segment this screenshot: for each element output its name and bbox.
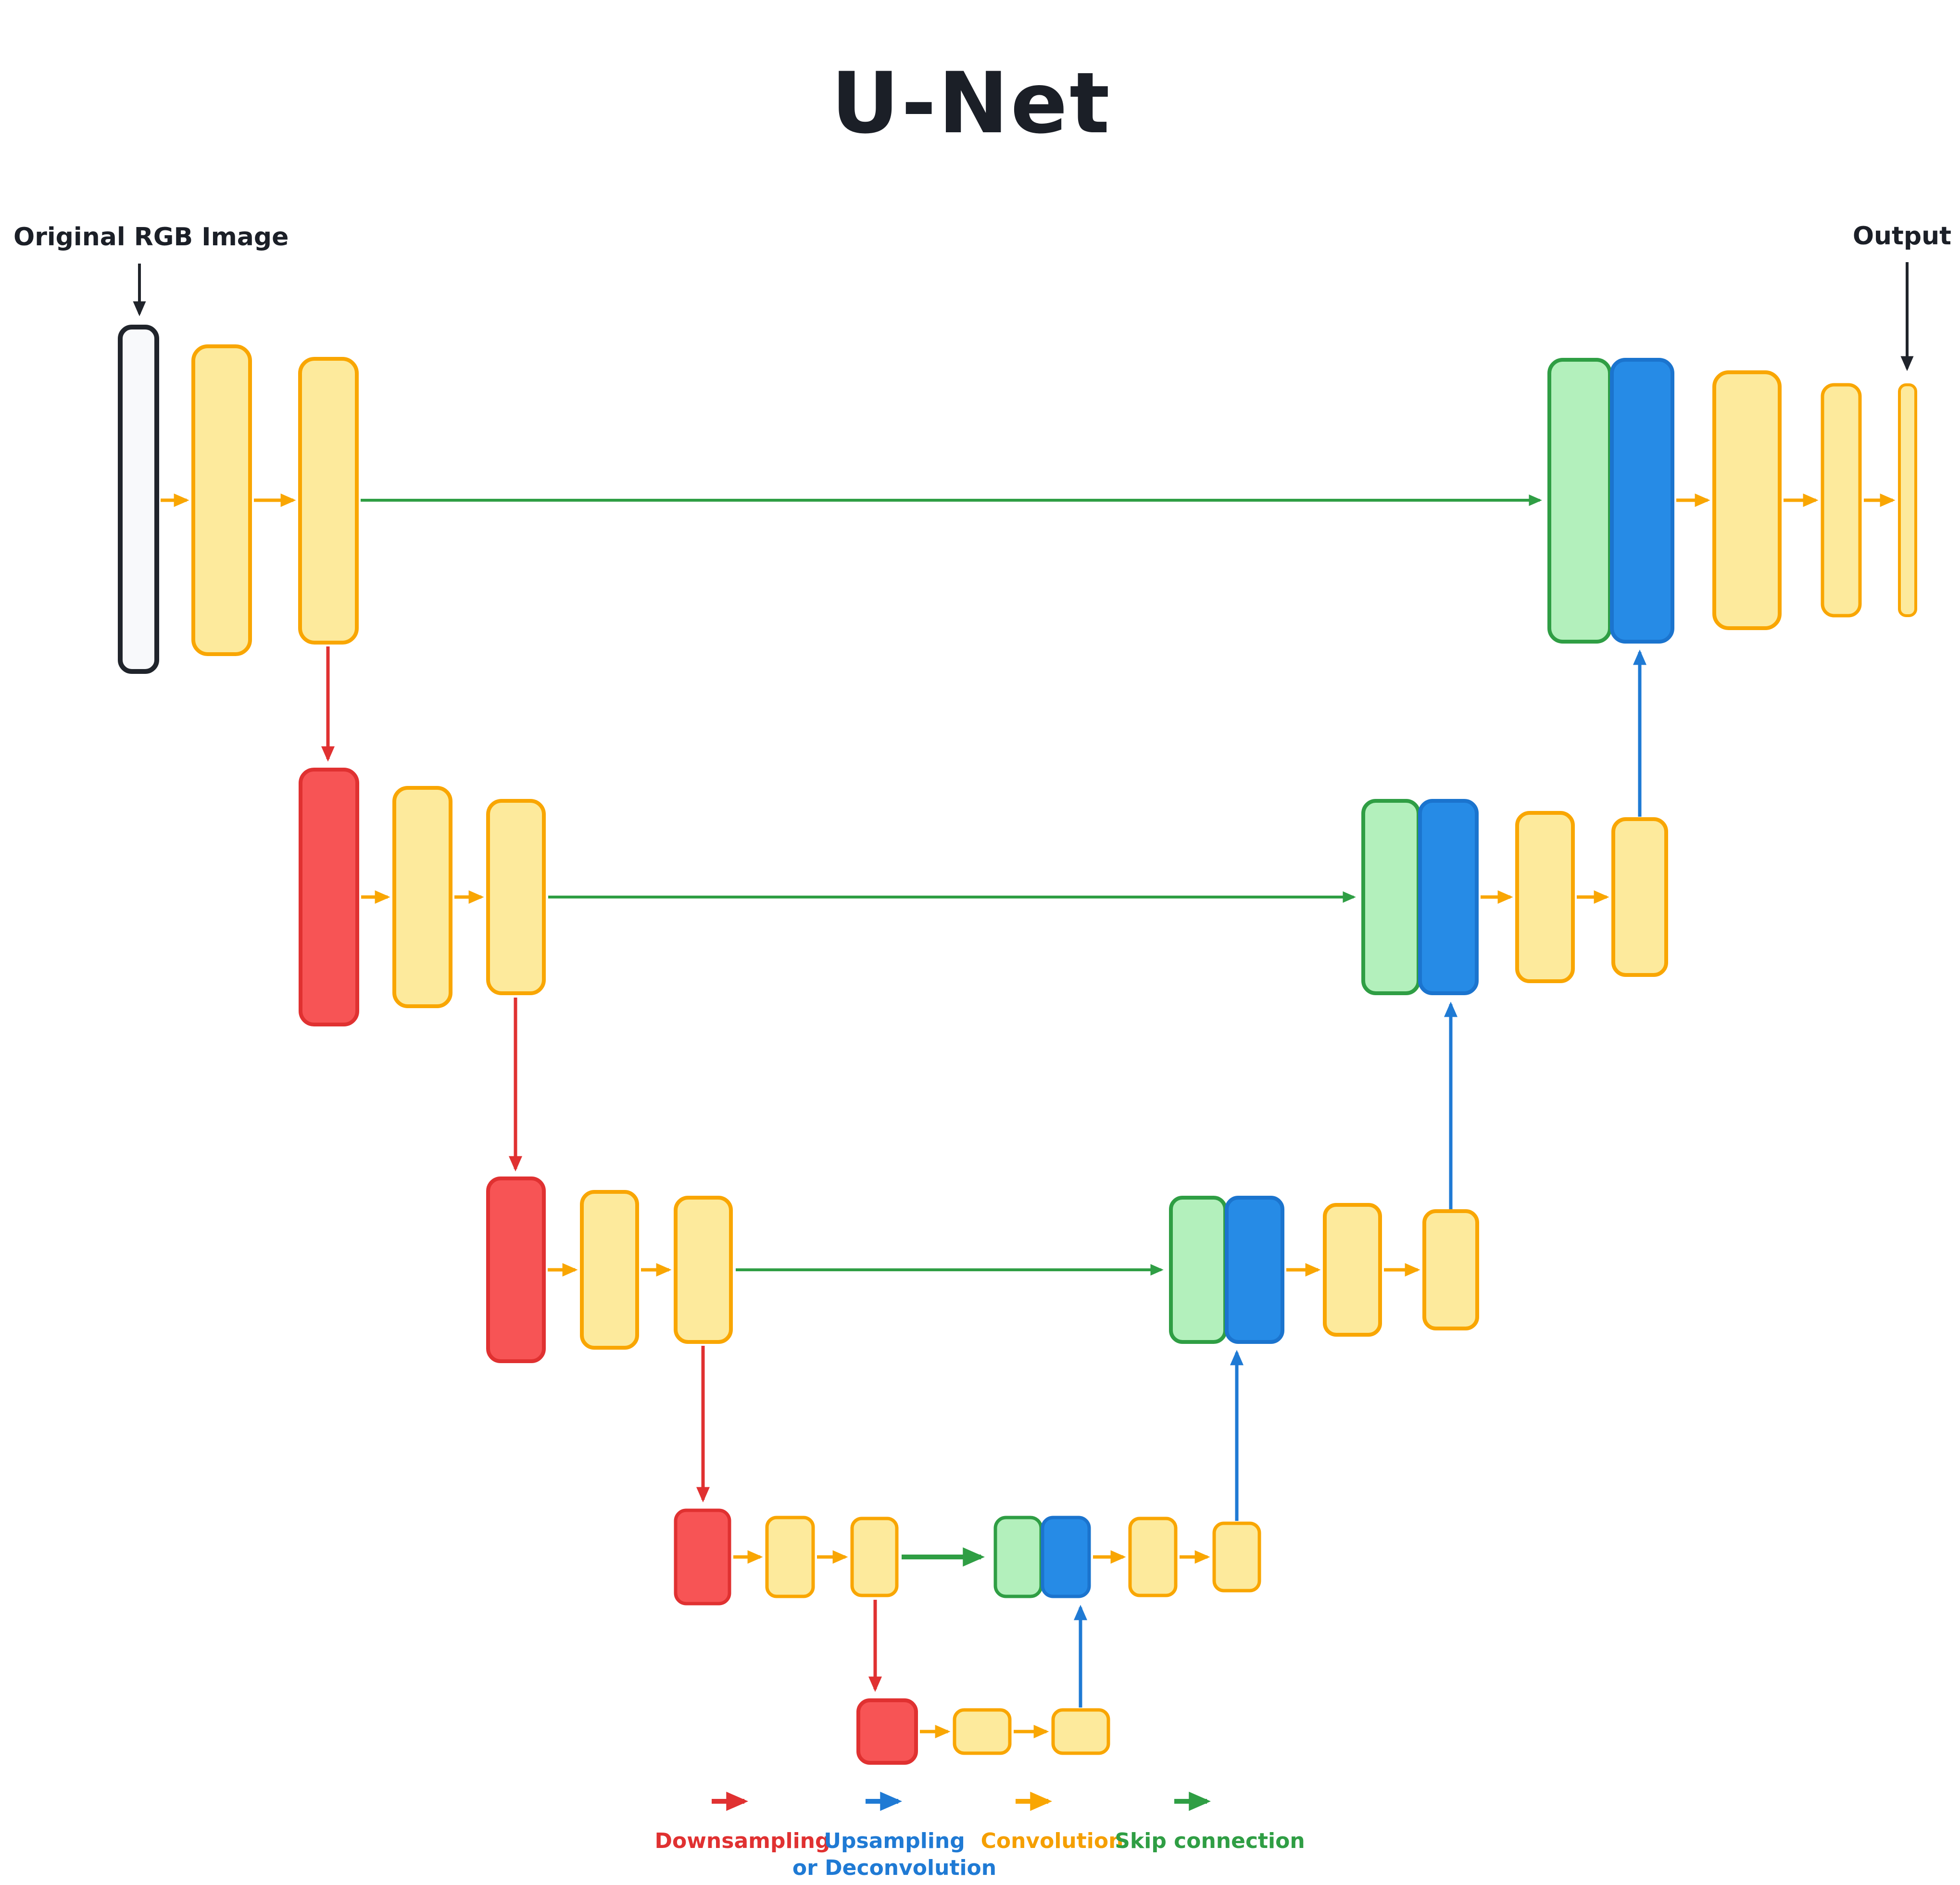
dec4-upsample-block: [1041, 1516, 1091, 1598]
dec4-skip-concat-block: [993, 1516, 1043, 1598]
dec3-conv-block-1: [1323, 1203, 1382, 1337]
dec4-conv-block-2: [1212, 1521, 1261, 1593]
enc4-conv-block-1: [765, 1516, 815, 1598]
dec1-skip-concat-block: [1547, 358, 1612, 644]
level-1: [118, 325, 1917, 674]
enc2-conv-block-1: [392, 786, 452, 1008]
enc3-conv-block-2: [674, 1196, 733, 1344]
dec3-skip-concat-block: [1169, 1196, 1227, 1344]
dec3-conv-block-2: [1422, 1209, 1479, 1330]
dec2-conv-block-2: [1611, 817, 1668, 977]
enc4-conv-block-2: [850, 1517, 899, 1597]
dec3-upsample-block: [1225, 1196, 1284, 1344]
legend: Downsampling Upsampling or Deconvolution…: [655, 1792, 1305, 1880]
output-label: Output: [1853, 222, 1951, 251]
level-2: [299, 768, 1668, 1026]
enc3-downsample-block: [486, 1177, 546, 1363]
legend-upsampling-label-line2: or Deconvolution: [792, 1856, 996, 1880]
output-block: [1898, 383, 1917, 617]
legend-downsampling-label: Downsampling: [655, 1829, 830, 1853]
enc3-conv-block-1: [580, 1190, 639, 1350]
bottleneck-conv-block-1: [953, 1708, 1012, 1755]
enc2-conv-block-2: [486, 799, 546, 995]
bottleneck-conv-block-2: [1051, 1708, 1110, 1755]
dec2-conv-block-1: [1515, 811, 1575, 983]
legend-skip-connection-label: Skip connection: [1115, 1829, 1305, 1853]
enc2-downsample-block: [299, 768, 359, 1026]
dec1-conv-block-2: [1821, 383, 1862, 618]
enc1-conv-block-2: [298, 357, 359, 645]
dec2-skip-concat-block: [1361, 799, 1420, 995]
dec2-upsample-block: [1418, 799, 1479, 995]
bottleneck-downsample-block: [856, 1698, 918, 1765]
dec4-conv-block-1: [1128, 1517, 1178, 1597]
dec1-conv-block-1: [1712, 370, 1782, 630]
level-3: [486, 1177, 1479, 1363]
level-4: [674, 1508, 1261, 1606]
input-label: Original RGB Image: [13, 223, 289, 252]
legend-upsampling-label: Upsampling: [824, 1829, 965, 1853]
legend-convolution-label: Convolution: [981, 1829, 1124, 1853]
dec1-upsample-block: [1610, 358, 1674, 644]
level-5-bottleneck: [856, 1698, 1110, 1765]
input-image-block: [118, 325, 159, 674]
page-title: U-Net: [831, 55, 1112, 152]
enc4-downsample-block: [674, 1508, 731, 1606]
enc1-conv-block-1: [191, 344, 252, 656]
